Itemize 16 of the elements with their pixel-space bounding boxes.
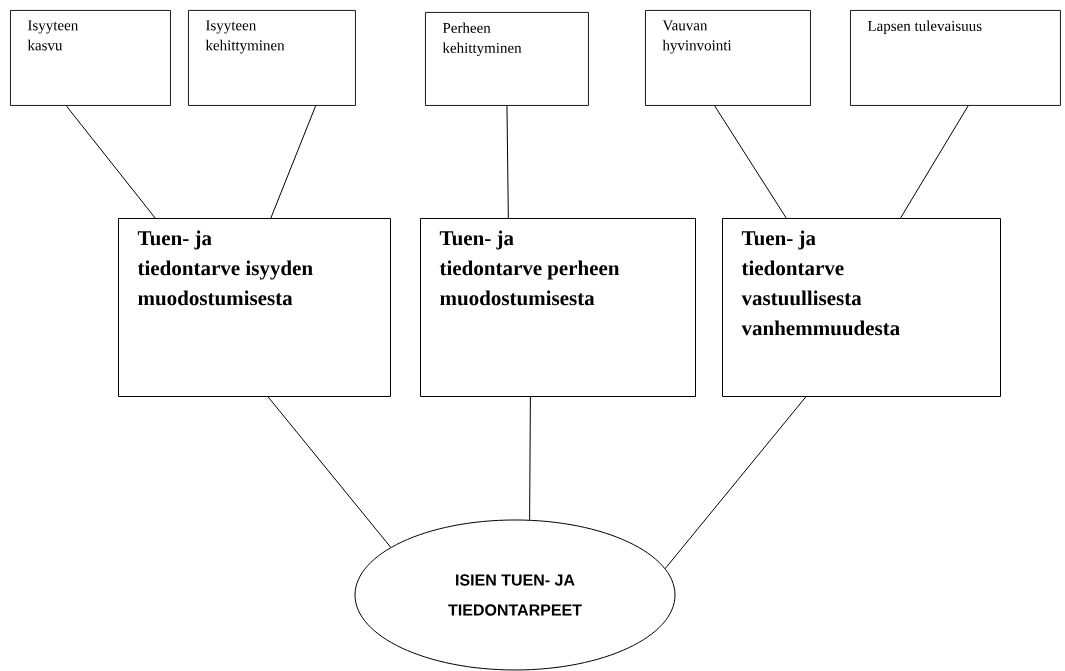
topic-box: Isyyteen kasvu (10, 10, 171, 106)
connector-line (529, 396, 531, 521)
topic-box: Perheen kehittyminen (425, 12, 589, 106)
connector-line (270, 105, 317, 219)
topic-box: Vauvan hyvinvointi (645, 10, 811, 106)
connector-line (664, 396, 807, 569)
topic-box: Isyyteen kehittyminen (188, 10, 356, 106)
connector-line (506, 105, 509, 219)
connector-line (65, 105, 156, 219)
connector-line (714, 105, 787, 219)
connector-line (900, 105, 969, 219)
need-box: Tuen- ja tiedontarve isyyden muodostumisesta (118, 218, 391, 397)
connector-line (267, 396, 392, 548)
need-box: Tuen- ja tiedontarve perheen muodostumisesta (420, 218, 696, 397)
topic-box: Lapsen tulevaisuus (850, 10, 1061, 106)
need-box: Tuen- ja tiedontarve vastuullisesta vanhemmuudesta (722, 218, 1001, 397)
